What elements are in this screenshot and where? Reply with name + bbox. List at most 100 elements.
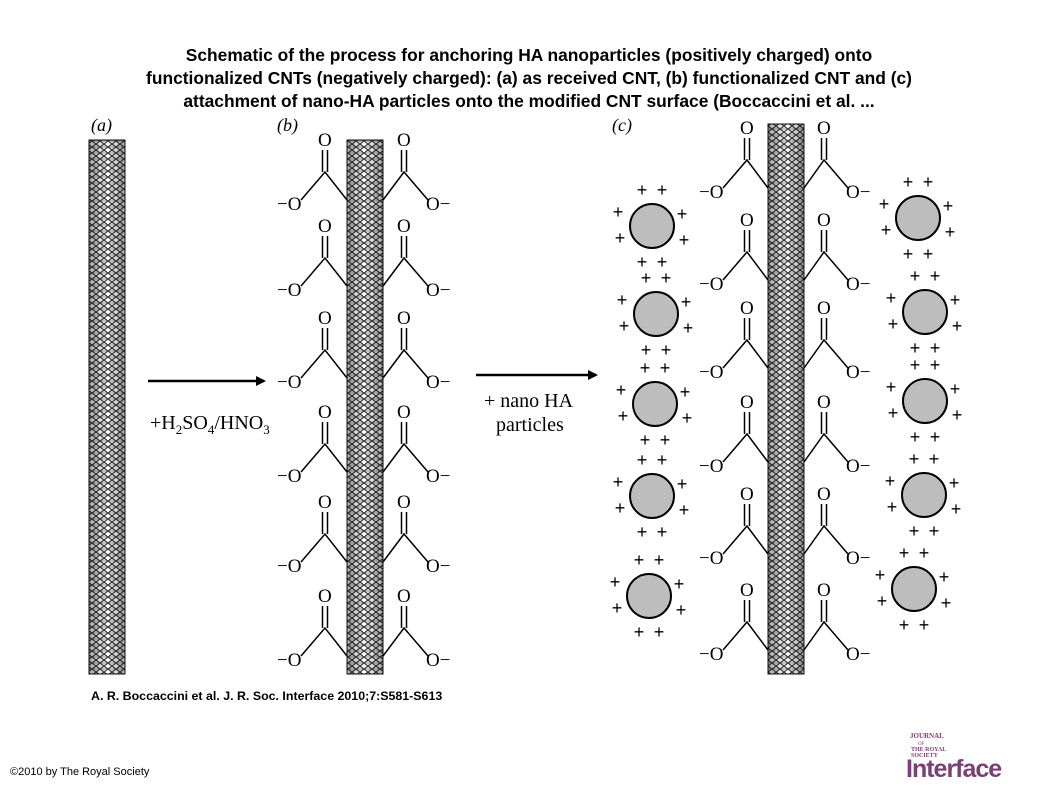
oxygen-label: O	[740, 484, 754, 505]
ha-particle: ++++++++	[886, 355, 963, 447]
figure-title: Schematic of the process for anchoring H…	[40, 44, 1018, 113]
plus-charge: +	[641, 340, 652, 360]
oxygen-label: O	[397, 216, 411, 237]
oxygen-label: O	[817, 118, 831, 139]
plus-charge: +	[660, 358, 671, 378]
anion-label: −O	[699, 456, 723, 477]
plus-charge: +	[680, 382, 691, 402]
anion-label: −O	[277, 556, 301, 577]
plus-charge: +	[930, 338, 941, 358]
carboxylate-left: O −O	[277, 492, 348, 577]
ha-particle: ++++++++	[617, 268, 694, 360]
plus-charge: +	[929, 521, 940, 541]
plus-charge: +	[616, 380, 627, 400]
oxygen-label: O	[817, 392, 831, 413]
anion-label: O−	[426, 650, 450, 671]
plus-charge: +	[910, 355, 921, 375]
oxygen-label: O	[817, 210, 831, 231]
oxygen-label: O	[817, 580, 831, 601]
plus-charge: +	[943, 196, 954, 216]
particles-label: particles	[496, 414, 564, 436]
svg-text:JOURNAL: JOURNAL	[910, 732, 944, 740]
plus-charge: +	[903, 172, 914, 192]
panel-label-c: (c)	[612, 115, 632, 136]
oxygen-label: O	[318, 492, 332, 513]
ha-particle: ++++++++	[875, 543, 952, 635]
anion-label: O−	[846, 362, 870, 383]
anion-label: −O	[277, 194, 301, 215]
plus-charge: +	[637, 450, 648, 470]
plus-charge: +	[950, 290, 961, 310]
plus-charge: +	[676, 600, 687, 620]
plus-charge: +	[951, 499, 962, 519]
anion-label: O−	[426, 194, 450, 215]
ha-particle: ++++++++	[613, 180, 690, 272]
oxygen-label: O	[318, 130, 332, 151]
anion-label: −O	[277, 466, 301, 487]
oxygen-label: O	[740, 392, 754, 413]
plus-charge: +	[879, 194, 890, 214]
nanotube-b	[346, 139, 384, 675]
anion-label: −O	[277, 280, 301, 301]
plus-charge: +	[640, 430, 651, 450]
plus-charge: +	[618, 406, 629, 426]
carboxylate-left: O −O	[277, 130, 348, 215]
plus-charge: +	[634, 622, 645, 642]
plus-charge: +	[909, 449, 920, 469]
carboxylate-left: O−O	[277, 308, 348, 393]
plus-charge: +	[930, 355, 941, 375]
plus-charge: +	[657, 450, 668, 470]
plus-charge: +	[910, 427, 921, 447]
svg-text:SOCIETY: SOCIETY	[911, 753, 939, 759]
plus-charge: +	[617, 290, 628, 310]
carboxylate-right: OO−	[803, 580, 870, 665]
plus-charge: +	[923, 244, 934, 264]
plus-charge: +	[887, 497, 898, 517]
ha-particle: ++++++++	[616, 358, 693, 450]
anion-label: −O	[699, 182, 723, 203]
plus-charge: +	[637, 180, 648, 200]
oxygen-label: O	[397, 308, 411, 329]
panel-label-a: (a)	[91, 115, 112, 136]
copyright: ©2010 by The Royal Society	[10, 766, 150, 778]
plus-charge: +	[679, 500, 690, 520]
plus-charge: +	[660, 430, 671, 450]
plus-charge: +	[888, 314, 899, 334]
plus-charge: +	[610, 572, 621, 592]
plus-charge: +	[674, 574, 685, 594]
carboxylate-left: O−O	[699, 118, 769, 203]
carboxylate-left: O−O	[277, 216, 348, 301]
plus-charge: +	[637, 252, 648, 272]
plus-charge: +	[615, 498, 626, 518]
journal-logo: JOURNAL OF THE ROYAL SOCIETY Interface	[906, 732, 1003, 783]
plus-charge: +	[930, 427, 941, 447]
ha-particle: ++++++++	[879, 172, 956, 264]
anion-label: −O	[699, 274, 723, 295]
title-line-3: attachment of nano-HA particles onto the…	[183, 91, 875, 111]
carboxylate-left: O−O	[277, 402, 348, 487]
ha-particle: ++++++++	[886, 266, 963, 358]
plus-charge: +	[903, 244, 914, 264]
plus-charge: +	[910, 266, 921, 286]
title-line-2: functionalized CNTs (negatively charged)…	[146, 68, 912, 88]
plus-charge: +	[682, 408, 693, 428]
plus-charge: +	[683, 318, 694, 338]
carboxylate-left: O−O	[277, 586, 348, 671]
plus-charge: +	[949, 473, 960, 493]
anion-label: O−	[426, 556, 450, 577]
plus-charge: +	[881, 220, 892, 240]
plus-charge: +	[875, 565, 886, 585]
carboxylate-groups-b: O−OOO−O−OOO−O−OOO−O−OOO−O−OOO−O−OOO−	[277, 130, 450, 671]
plus-charge: +	[619, 316, 630, 336]
oxygen-label: O	[397, 130, 411, 151]
oxygen-label: O	[397, 586, 411, 607]
plus-charge: +	[612, 598, 623, 618]
anion-label: −O	[699, 644, 723, 665]
title-line-1: Schematic of the process for anchoring H…	[185, 45, 873, 65]
plus-charge: +	[885, 471, 896, 491]
plus-charge: +	[634, 550, 645, 570]
carboxylate-left: O−O	[699, 210, 769, 295]
oxygen-label: O	[740, 298, 754, 319]
plus-charge: +	[679, 230, 690, 250]
